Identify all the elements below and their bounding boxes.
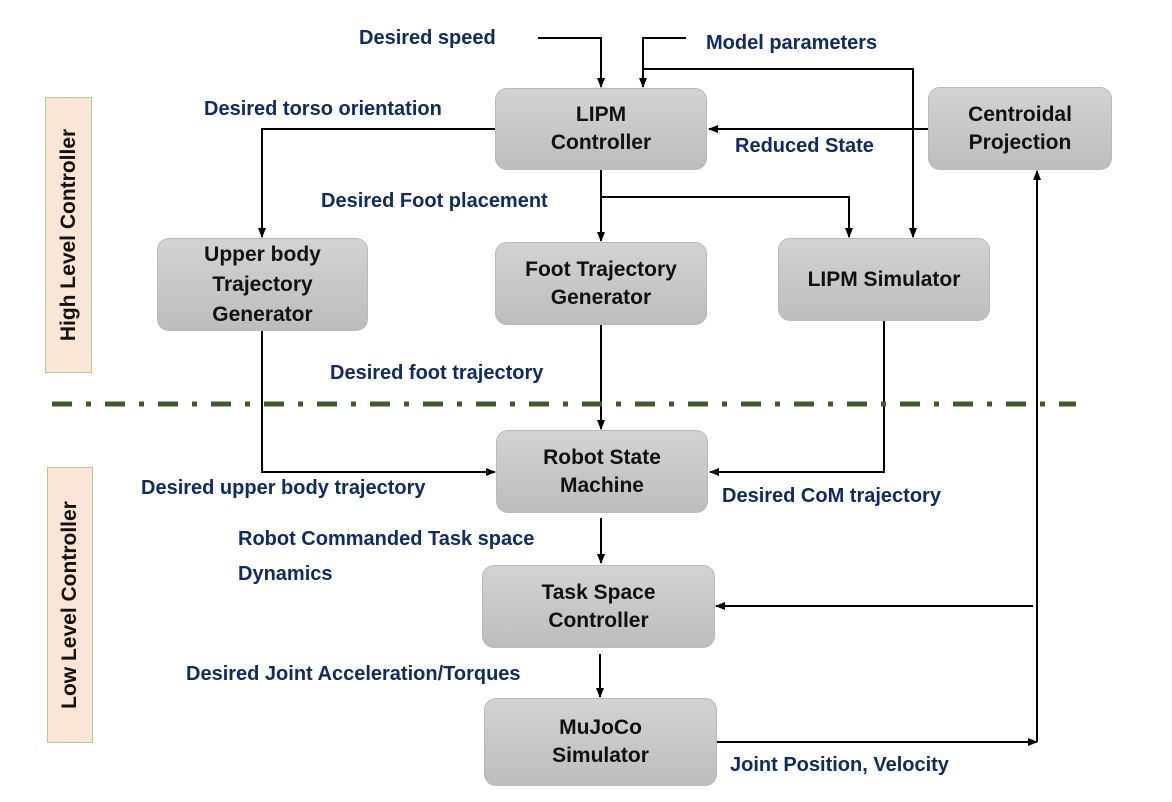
node-label-line: Simulator xyxy=(552,744,649,767)
label-com-trajectory: Desired CoM trajectory xyxy=(722,485,941,507)
node-label-line: MuJoCo xyxy=(559,716,642,739)
label-joint-position: Joint Position, Velocity xyxy=(730,754,949,776)
node-label-line: Robot State xyxy=(543,445,661,469)
label-task-dynamics-2: Dynamics xyxy=(238,563,333,585)
node-label-line: Foot Trajectory xyxy=(525,257,677,281)
node-label-line: Machine xyxy=(559,473,644,497)
edge-desired-speed xyxy=(538,37,605,88)
node-label-line: Trajectory xyxy=(212,272,313,296)
node-label-line: Task Space xyxy=(541,580,656,604)
edge-com-traj xyxy=(709,321,885,476)
edge-upper-traj xyxy=(261,331,496,476)
lipm-controller-node: LIPM Controller xyxy=(495,88,707,170)
node-label-line: Controller xyxy=(550,131,652,154)
node-label: LIPM Simulator xyxy=(808,266,961,294)
label-joint-acceleration: Desired Joint Acceleration/Torques xyxy=(186,663,521,685)
label-foot-placement: Desired Foot placement xyxy=(321,190,548,212)
node-label-line: Upper body xyxy=(204,242,321,266)
edge-model-params-controller xyxy=(639,37,686,88)
node-label-line: LIPM xyxy=(575,103,627,126)
low-level-label: Low Level Controller xyxy=(58,501,81,709)
label-reduced-state: Reduced State xyxy=(735,135,874,157)
node-label-line: Generator xyxy=(550,285,652,309)
label-upper-body-trajectory: Desired upper body trajectory xyxy=(141,477,426,499)
edge-model-params-simulator xyxy=(643,68,917,238)
high-level-label: High Level Controller xyxy=(56,128,80,342)
node-label-line: Generator xyxy=(212,302,313,326)
node-label-line: LIPM Simulator xyxy=(807,267,961,291)
node-label: LIPM Controller xyxy=(551,101,651,157)
node-label-line: Controller xyxy=(548,608,649,632)
label-model-parameters: Model parameters xyxy=(706,32,878,54)
lipm-simulator-node: LIPM Simulator xyxy=(778,238,990,321)
node-label-line: Centroidal xyxy=(968,102,1072,126)
low-level-band: Low Level Controller xyxy=(47,467,93,743)
label-desired-torso: Desired torso orientation xyxy=(204,98,442,120)
high-level-band: High Level Controller xyxy=(45,97,92,373)
node-label-line: Projection xyxy=(968,130,1072,154)
edge-foot-placement-sim xyxy=(601,196,853,238)
label-foot-trajectory: Desired foot trajectory xyxy=(330,362,544,384)
edge-torso xyxy=(258,128,495,238)
label-desired-speed: Desired speed xyxy=(359,27,496,49)
label-task-dynamics-1: Robot Commanded Task space xyxy=(238,528,535,550)
